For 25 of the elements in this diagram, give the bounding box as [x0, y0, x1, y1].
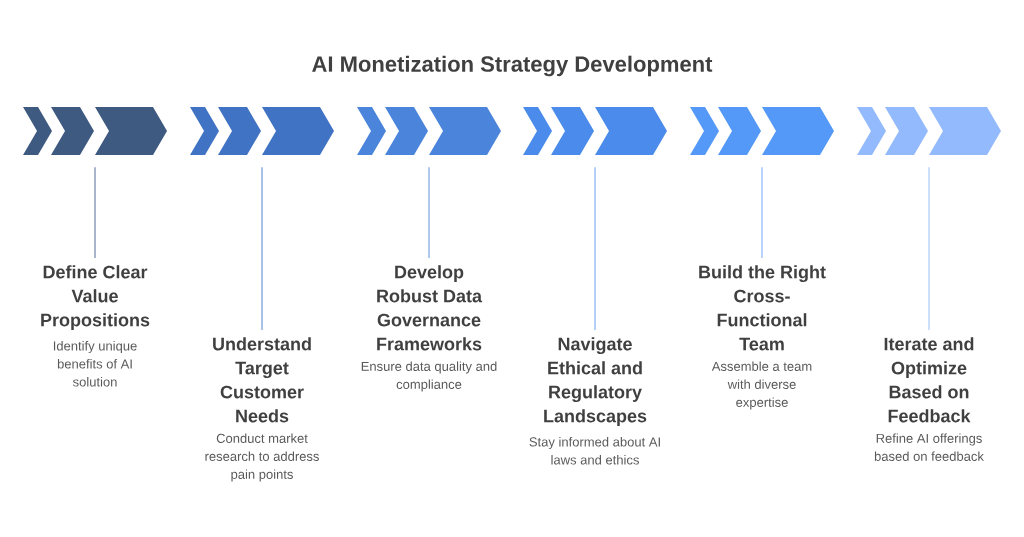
chevron-drawing	[690, 107, 834, 155]
step-heading: Iterate and Optimize Based on Feedback	[884, 337, 974, 423]
chevron-drawing	[357, 107, 501, 155]
connector-line	[761, 166, 763, 259]
step-description: Stay informed about AI laws and ethics	[529, 436, 660, 465]
step-description: Ensure data quality and compliance	[361, 361, 497, 392]
step-description: Identify unique benefits of AI solution	[53, 340, 137, 387]
step-description: Refine AI offerings based on feedback	[874, 433, 984, 461]
step-description: Assemble a team with diverse expertise	[711, 361, 812, 410]
connector-line	[261, 166, 263, 331]
chevron-drawing	[190, 107, 334, 155]
step-heading: Build the Right Cross-Functional Team	[699, 265, 826, 351]
chevron-drawing	[23, 107, 167, 155]
connector-line	[94, 166, 96, 259]
step-description: Conduct market research to address pain points	[205, 433, 319, 482]
connector-line	[594, 166, 596, 331]
step-heading: Define Clear Value Propositions	[41, 265, 150, 330]
chevron-drawing	[857, 107, 1001, 155]
connector-line	[928, 166, 930, 331]
title: AI Monetization Strategy Development	[312, 55, 713, 77]
chevron-drawing	[523, 107, 667, 155]
step-heading: Understand Target Customer Needs	[213, 337, 311, 423]
connector-line	[428, 166, 430, 259]
step-heading: Develop Robust Data Governance Frameworks	[377, 265, 483, 351]
step-heading: Navigate Ethical and Regulatory Landscapes	[544, 337, 647, 426]
